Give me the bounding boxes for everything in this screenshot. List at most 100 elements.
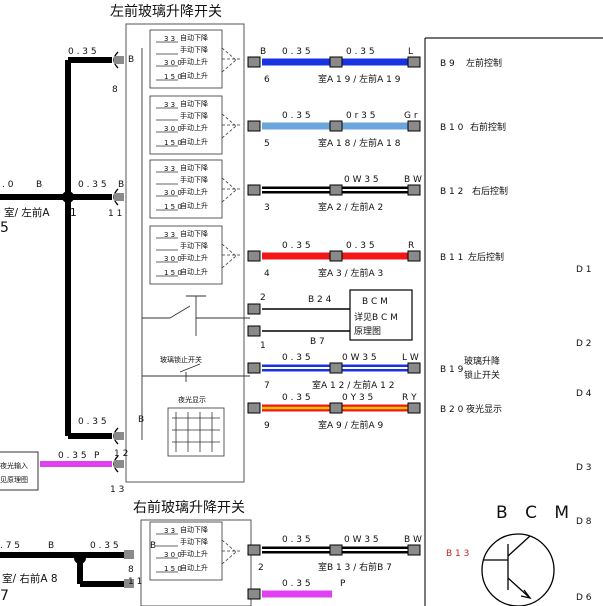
wire2-conn: 室A 1 8 / 左前A 1 8 — [318, 137, 401, 149]
right-feed-color: B — [48, 541, 54, 551]
wire1-color-right: L — [408, 47, 413, 57]
wire1-pin: 6 — [264, 75, 270, 85]
night-input-color: P — [94, 451, 100, 461]
night-input-pin: 1 3 — [110, 485, 124, 495]
bcm-label-left-rear: 左后控制 — [468, 251, 504, 263]
right-pin-b: 1 1 — [128, 577, 142, 587]
wire2-pin: 5 — [264, 139, 270, 149]
wire7-gauge-right: 0 W 3 5 — [342, 353, 377, 363]
bcm-detail-title: B C M — [362, 297, 388, 307]
mod4-r3: 1 5 0 — [164, 269, 182, 277]
mod4-r2: 3 0 0 — [164, 255, 182, 263]
bcm-detail-box — [349, 289, 413, 341]
mod3-manual-up: 手动上升 — [180, 187, 208, 196]
left-ground-label: 室/ 左前A — [4, 206, 50, 219]
mod4-manual-down: 手动下降 — [180, 241, 208, 250]
night-input-gauge: 0 . 3 5 — [58, 451, 87, 461]
right-out-pin: 2 — [258, 563, 264, 573]
left-ground-label2: 1 — [70, 207, 77, 219]
wire7-conn: 室A 1 2 / 左前A 1 2 — [312, 379, 394, 391]
bcm-detail-line2: 原理图 — [354, 326, 381, 337]
mod1-manual-up: 手动上升 — [180, 57, 208, 66]
mod3-r2: 3 0 0 — [164, 189, 182, 197]
right-switch-title: 右前玻璃升降开关 — [133, 499, 245, 516]
mod3-r1: 3 3 — [164, 165, 175, 173]
night-display-led-array — [167, 407, 225, 457]
wire9-gauge-left: 0 . 3 5 — [282, 393, 311, 403]
right-side-number: 7 — [0, 588, 9, 604]
night-input-box — [0, 451, 39, 491]
wire3-color-right: B W — [404, 175, 422, 185]
bcm-title: B C M — [496, 503, 575, 523]
switch-module-4: 自动下降 手动下降 手动上升 自动上升 3 3 3 0 0 1 5 0 — [149, 225, 240, 285]
right-ground-label: 室/ 右前A 8 — [2, 572, 58, 585]
right-pink-gauge: 0 . 3 5 — [282, 579, 311, 589]
mod4-auto-up: 自动上升 — [180, 267, 208, 276]
left-branch-gauge: 0 . 3 5 — [78, 180, 107, 190]
lock-switch-label: 玻璃锁止开关 — [160, 355, 202, 364]
d-pin-1: D 1 — [576, 265, 592, 275]
d-pin-3: D 3 — [576, 463, 592, 473]
wire9-color-right: R Y — [402, 393, 417, 403]
bcm-pin-b9: B 9 — [440, 59, 455, 69]
switch-module-2: 自动下降 手动下降 手动上升 自动上升 3 3 3 0 0 1 5 0 — [149, 95, 240, 155]
right-output-wire — [247, 544, 421, 556]
wire2-gauge-left: 0 . 3 5 — [282, 111, 311, 121]
top-branch-color: B — [128, 55, 134, 65]
mod1-r1: 3 3 — [164, 35, 175, 43]
bcm-pin-b19: B 1 9 — [440, 365, 464, 375]
left-side-number: 5 — [0, 220, 9, 236]
wire9-pin: 9 — [264, 421, 270, 431]
left-connector-pin: 1 1 — [108, 209, 122, 219]
bcm-pin-b24: B 2 4 — [308, 295, 332, 305]
right-switch-module: 自动下降 手动下降 手动上升 自动上升 3 3 3 0 0 1 5 0 — [149, 521, 240, 581]
night-branch-pin: 1 2 — [114, 449, 128, 459]
mod3-auto-up: 自动上升 — [180, 201, 208, 210]
wire4-color-right: R — [408, 241, 414, 251]
mod1-r2: 3 0 0 — [164, 59, 182, 67]
top-branch-gauge: 0 . 3 5 — [68, 47, 97, 57]
left-feed-wiring — [0, 57, 112, 439]
mod4-r1: 3 3 — [164, 231, 175, 239]
d-pin-4: D 4 — [576, 389, 592, 399]
wire4-gauge-left: 0 . 3 5 — [282, 241, 311, 251]
night-branch-gauge: 0 . 3 5 — [78, 417, 107, 427]
right-branch-color: B — [150, 541, 156, 551]
left-switch-title: 左前玻璃升降开关 — [110, 3, 222, 20]
rmod-r2: 3 0 0 — [164, 551, 182, 559]
wire3-pin: 3 — [264, 203, 270, 213]
right-switch-housing — [140, 519, 252, 606]
switch-module-1: 自动下降 手动下降 手动上升 自动上升 3 3 3 0 0 1 5 0 — [149, 29, 240, 89]
right-out-gauge: 0 . 3 5 — [282, 535, 311, 545]
wire4-conn: 室A 3 / 左前A 3 — [318, 267, 383, 279]
mod3-r3: 1 5 0 — [164, 203, 182, 211]
wire-connectors — [247, 56, 421, 414]
wire3-conn: 室A 2 / 左前A 2 — [318, 201, 383, 213]
right-out-conn: 室B 1 3 / 右前B 7 — [318, 561, 392, 573]
wire1-gauge-left: 0 . 3 5 — [282, 47, 311, 57]
wire1-gauge-right: 0 . 3 5 — [346, 47, 375, 57]
switch-module-3: 自动下降 手动下降 手动上升 自动上升 3 3 3 0 0 1 5 0 — [149, 159, 240, 219]
bcm-label-left-front: 左前控制 — [466, 57, 502, 69]
mod1-auto-up: 自动上升 — [180, 71, 208, 80]
rmod-manual-up: 手动上升 — [180, 549, 208, 558]
bcm-label-lock: 玻璃升降 — [464, 355, 500, 367]
mod2-r3: 1 5 0 — [164, 139, 182, 147]
mod1-auto-down: 自动下降 — [180, 33, 208, 42]
rmod-r1: 3 3 — [164, 527, 175, 535]
right-pin-a: 8 — [128, 565, 134, 575]
left-branch-color: B — [118, 180, 124, 190]
left-feed-color: B — [36, 180, 42, 190]
wire1-color-left: B — [260, 47, 266, 57]
bcm-pin-b7: B 7 — [310, 337, 325, 347]
bcm-label-right-rear: 右后控制 — [472, 185, 508, 197]
mod2-manual-up: 手动上升 — [180, 123, 208, 132]
right-feed-wiring — [0, 550, 134, 588]
d-pin-8: D 8 — [576, 517, 592, 527]
night-display-label: 夜光显示 — [178, 395, 206, 404]
wire3-gauge-right: 0 W 3 5 — [344, 175, 379, 185]
mod2-r2: 3 0 0 — [164, 125, 182, 133]
wire2-gauge-right: 0 r 3 5 — [346, 111, 375, 121]
rmod-manual-down: 手动下降 — [180, 537, 208, 546]
mod2-auto-down: 自动下降 — [180, 99, 208, 108]
